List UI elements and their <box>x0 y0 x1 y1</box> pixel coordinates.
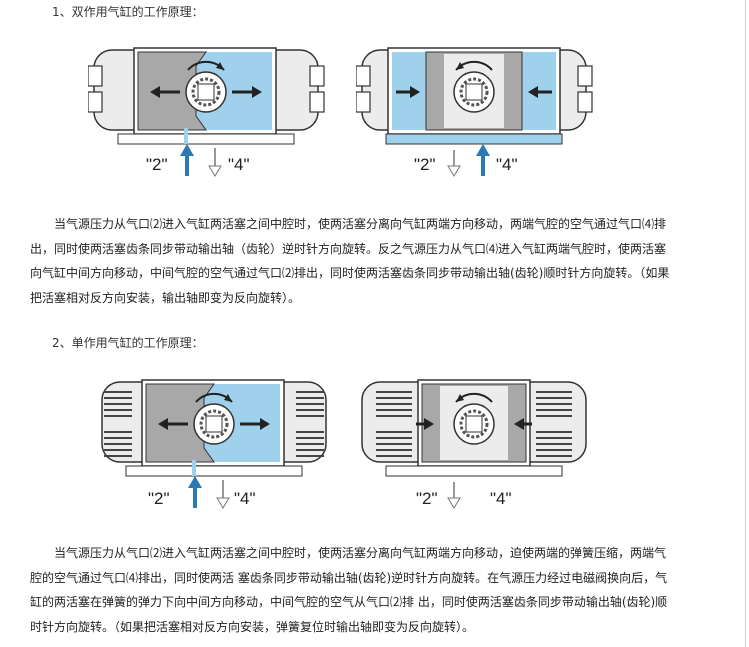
port-2-label: "2" <box>148 489 170 508</box>
page-right-border <box>745 0 746 647</box>
section2-heading: 2、单作用气缸的工作原理： <box>52 336 204 350</box>
port-2-label: "2" <box>416 489 438 508</box>
port-2-label: "2" <box>146 155 168 174</box>
port-4-label: "4" <box>234 489 256 508</box>
section2-paragraph-text: 当气源压力从气口⑵进入气缸两活塞之间中腔时，使两活塞分离向气缸两端方向移动，迫使… <box>30 546 668 634</box>
section1-paragraph: 当气源压力从气口⑵进入气缸两活塞之间中腔时，使两活塞分离向气缸两端方向移动，两端… <box>30 212 670 310</box>
port-2-label: "2" <box>414 155 436 174</box>
port-4-label: "4" <box>490 489 512 508</box>
section1-paragraph-text: 当气源压力从气口⑵进入气缸两活塞之间中腔时，使两活塞分离向气缸两端方向移动，两端… <box>30 217 670 305</box>
double-acting-figure-center-supply: "2" "4" <box>88 47 325 177</box>
double-acting-figure-end-supply: "2" "4" <box>356 47 593 177</box>
section1-heading: 1、双作用气缸的工作原理： <box>52 5 204 19</box>
port-4-label: "4" <box>496 155 518 174</box>
single-acting-figure-spring-return: "2" "4" <box>361 379 587 509</box>
section2-paragraph: 当气源压力从气口⑵进入气缸两活塞之间中腔时，使两活塞分离向气缸两端方向移动，迫使… <box>30 541 670 639</box>
single-acting-figure-center-supply: "2" "4" <box>101 379 327 509</box>
port-4-label: "4" <box>228 155 250 174</box>
